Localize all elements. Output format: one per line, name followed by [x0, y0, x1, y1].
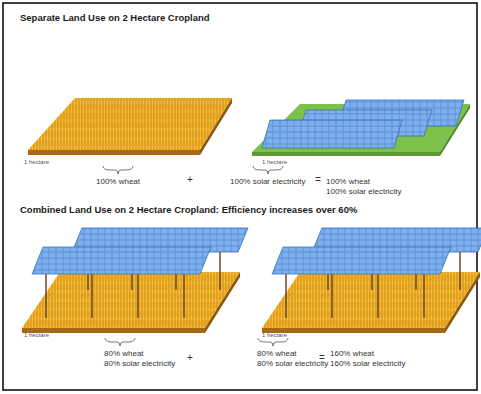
area-label: 1 hectare: [24, 332, 49, 339]
heading: Separate Land Use on 2 Hectare Cropland: [20, 12, 210, 23]
operator: +: [187, 352, 193, 364]
yield-text: 80% wheat 80% solar electricity: [257, 349, 328, 368]
operator: =: [315, 174, 321, 186]
heading: Combined Land Use on 2 Hectare Cropland:…: [20, 204, 357, 215]
yield-text: 100% solar electricity: [230, 177, 306, 187]
operator: =: [319, 352, 325, 364]
area-label: 1 hectare: [24, 159, 49, 166]
yield-text: 80% wheat 80% solar electricity: [104, 349, 175, 368]
area-label: 1 hectare: [262, 159, 287, 166]
yield-text: 100% wheat: [96, 177, 140, 187]
area-label: 1 hectare: [262, 332, 287, 339]
result-text: 100% wheat 100% solar electricity: [326, 177, 402, 196]
operator: +: [187, 174, 193, 186]
result-text: 160% wheat 160% solar electricity: [330, 349, 406, 368]
